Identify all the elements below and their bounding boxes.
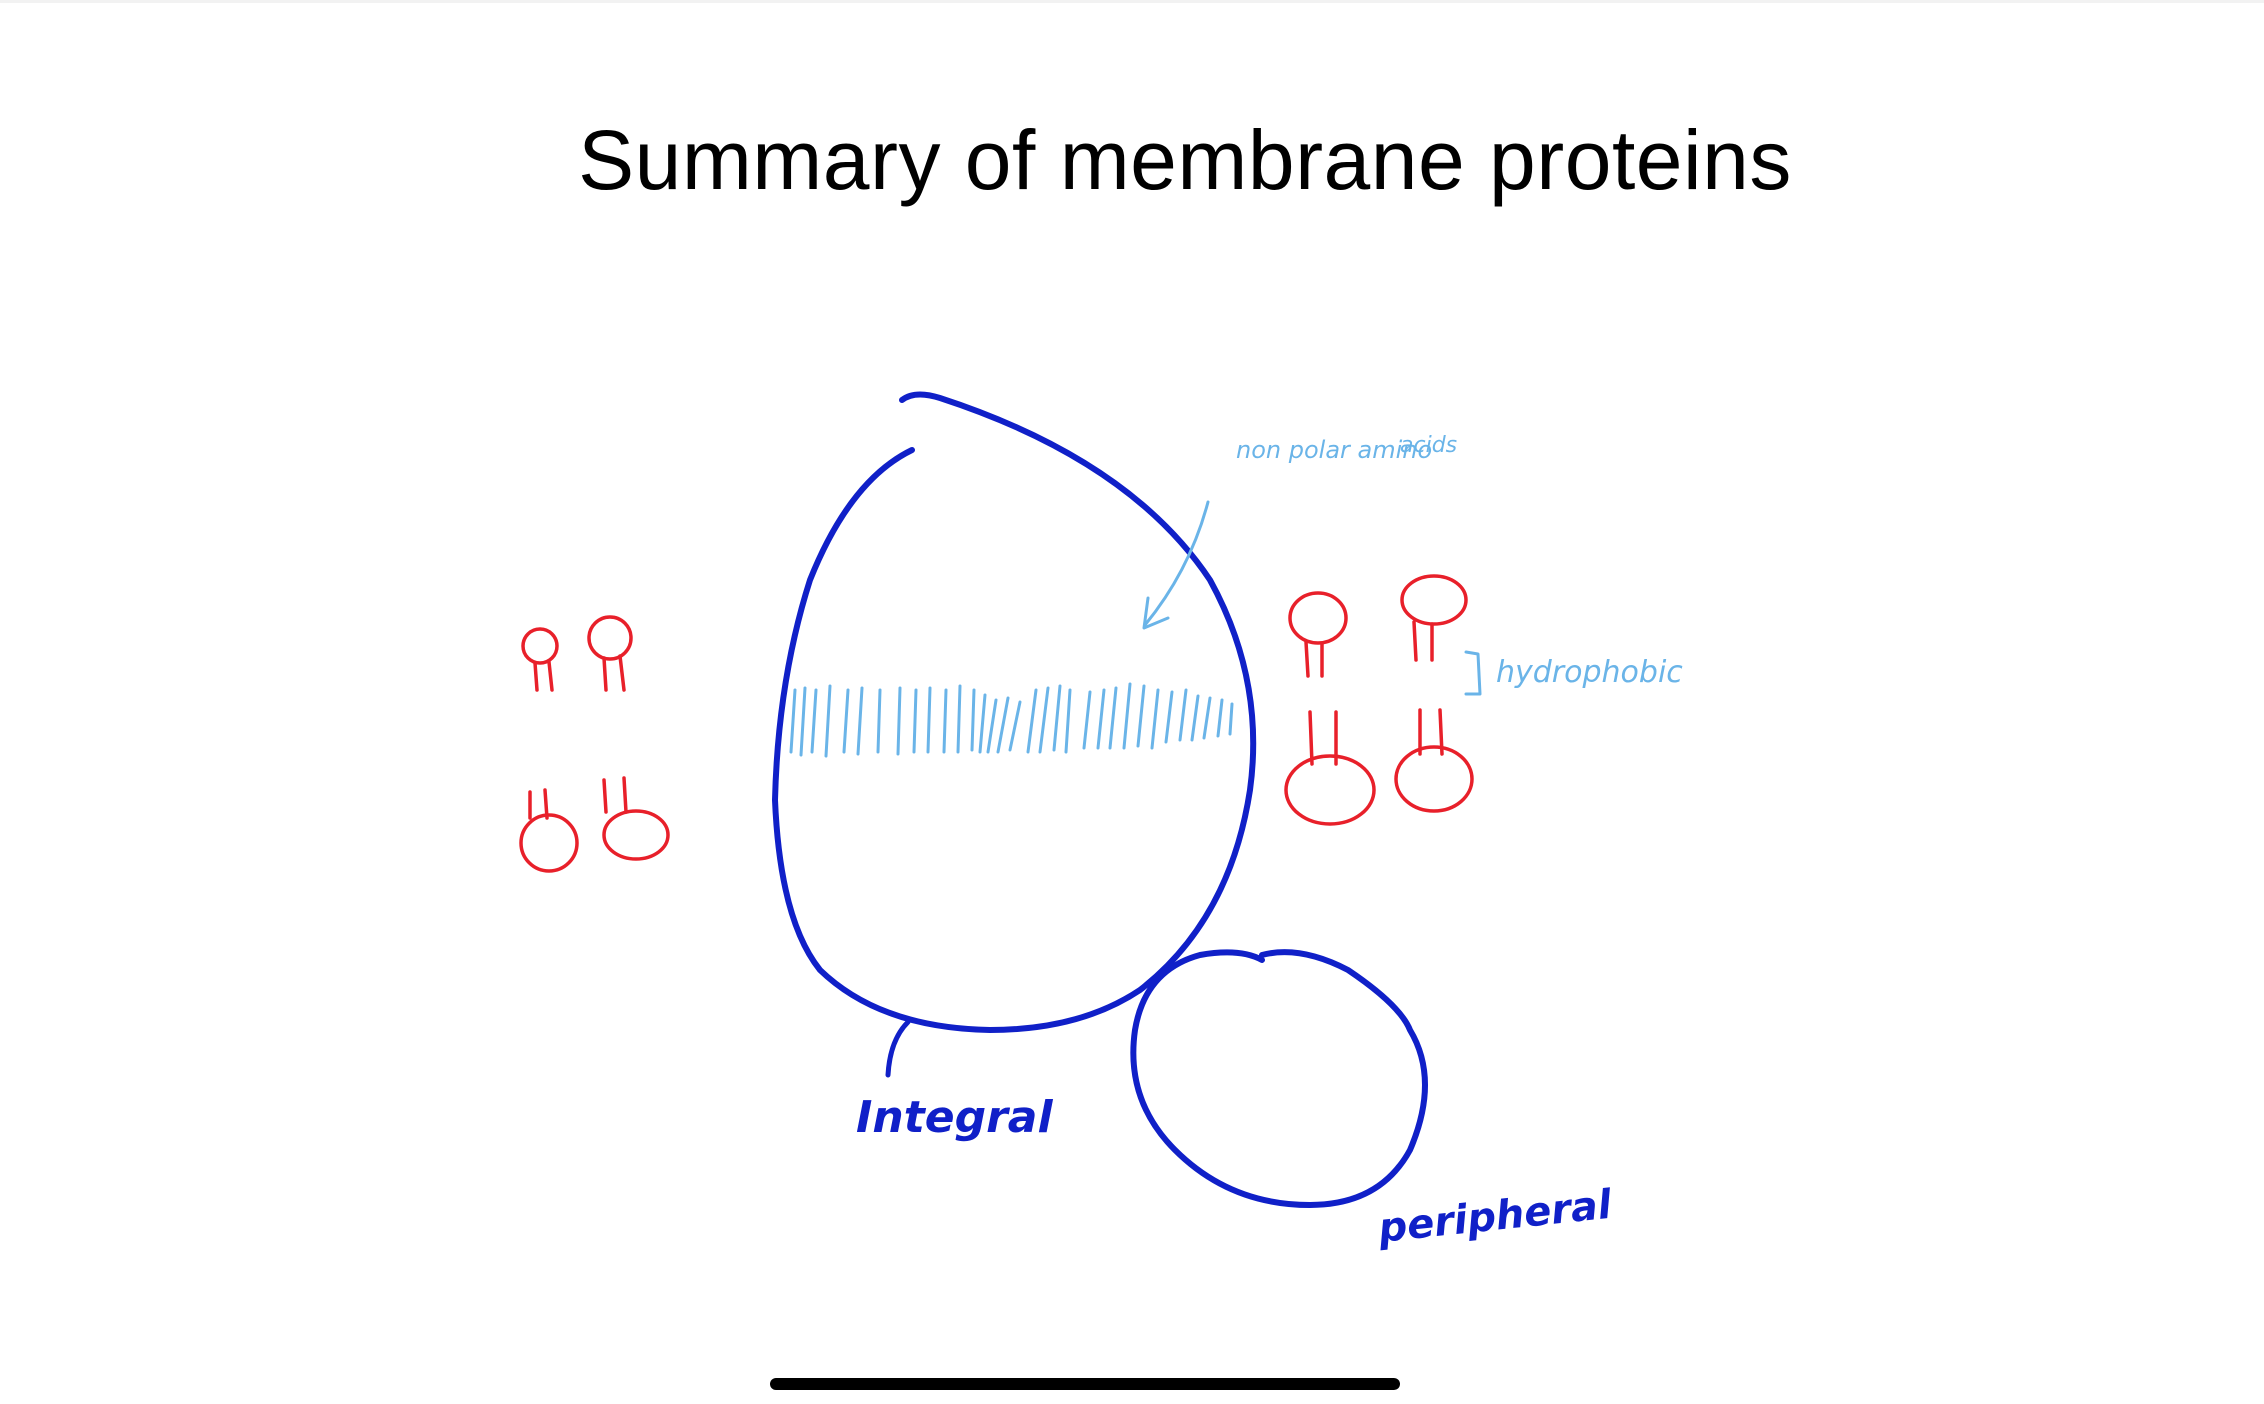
nonpolar-label-line2: acids xyxy=(1400,433,1457,458)
phospholipid-head xyxy=(1288,591,1348,645)
nonpolar-arrow-shaft xyxy=(1143,500,1210,627)
phospholipid-head xyxy=(602,809,670,861)
phospholipid-tail xyxy=(533,660,554,692)
phospholipid-tail xyxy=(528,788,549,820)
phospholipid-tail xyxy=(1304,640,1324,678)
phospholipids-right xyxy=(1284,574,1474,826)
peripheral-protein-outline xyxy=(1130,949,1428,1208)
phospholipid-head xyxy=(519,813,579,873)
nonpolar-arrow-head xyxy=(1142,596,1170,630)
slide-title: Summary of membrane proteins xyxy=(578,113,1792,207)
top-edge xyxy=(0,0,2264,3)
home-indicator[interactable] xyxy=(770,1378,1400,1390)
phospholipid-tail xyxy=(602,776,628,814)
integral-pointer-tick xyxy=(885,1019,911,1078)
phospholipid-head xyxy=(1284,754,1376,826)
hydrophobic-label: hydrophobic xyxy=(1496,655,1683,690)
nonpolar-label-line1: non polar amino xyxy=(1236,436,1432,464)
phospholipid-tail xyxy=(1412,620,1434,662)
phospholipids-left xyxy=(519,615,670,873)
integral-label: Integral xyxy=(856,1092,1053,1143)
hydrophobic-bracket xyxy=(1464,650,1482,696)
peripheral-label: peripheral xyxy=(1375,1182,1615,1252)
nonpolar-hatching xyxy=(789,682,1234,758)
phospholipid-tail xyxy=(602,654,626,692)
phospholipid-head xyxy=(521,627,559,665)
phospholipid-head xyxy=(587,615,633,661)
phospholipid-head xyxy=(1394,745,1474,813)
phospholipid-head xyxy=(1400,574,1468,626)
integral-protein-outline xyxy=(772,391,1257,1033)
